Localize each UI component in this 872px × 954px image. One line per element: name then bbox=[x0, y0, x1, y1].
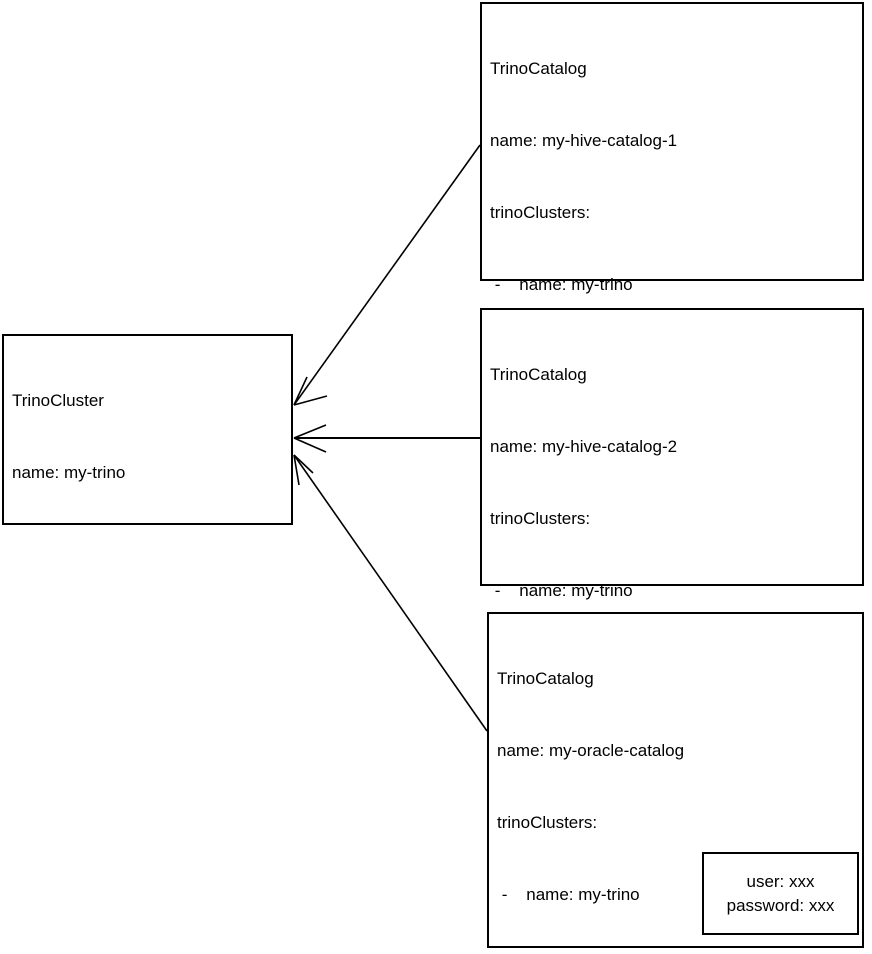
connector-catalog3-to-cluster bbox=[293, 454, 488, 732]
catalog-3-line-1: name: my-oracle-catalog bbox=[497, 741, 685, 760]
catalog-1-line-0: TrinoCatalog bbox=[490, 59, 587, 78]
catalog-2-line-0: TrinoCatalog bbox=[490, 365, 587, 384]
trino-catalog-box-hive-catalog-1[interactable]: TrinoCatalog name: my-hive-catalog-1 tri… bbox=[480, 2, 864, 654]
trino-cluster-yaml: TrinoCluster name: my-trino bbox=[12, 341, 287, 533]
catalog-3-line-0: TrinoCatalog bbox=[497, 669, 594, 688]
catalog-2-line-1: name: my-hive-catalog-2 bbox=[490, 437, 678, 456]
cluster-line-0: TrinoCluster bbox=[12, 391, 104, 410]
catalog-2-line-3: - name: my-trino bbox=[490, 581, 633, 600]
connector-catalog1-to-cluster bbox=[293, 144, 481, 406]
cluster-line-1: name: my-trino bbox=[12, 463, 126, 482]
catalog-1-line-3: - name: my-trino bbox=[490, 275, 633, 294]
catalog-1-line-1: name: my-hive-catalog-1 bbox=[490, 131, 678, 150]
connector-catalog2-to-cluster bbox=[293, 424, 480, 453]
secret-line-0: user: xxx bbox=[746, 871, 815, 891]
secret-line-1: password: xxx bbox=[726, 895, 835, 915]
trino-cluster-box[interactable]: TrinoCluster name: my-trino bbox=[2, 334, 293, 525]
trino-catalog-box-hive-catalog-2[interactable]: TrinoCatalog name: my-hive-catalog-2 tri… bbox=[480, 308, 864, 888]
catalog-3-line-2: trinoClusters: bbox=[497, 813, 598, 832]
oracle-credentials-secret-box[interactable]: user: xxx password: xxx bbox=[702, 852, 859, 935]
catalog-1-line-2: trinoClusters: bbox=[490, 203, 591, 222]
catalog-3-yaml: TrinoCatalog name: my-oracle-catalog tri… bbox=[497, 619, 858, 954]
catalog-2-line-2: trinoClusters: bbox=[490, 509, 591, 528]
catalog-3-line-3: - name: my-trino bbox=[497, 885, 640, 904]
